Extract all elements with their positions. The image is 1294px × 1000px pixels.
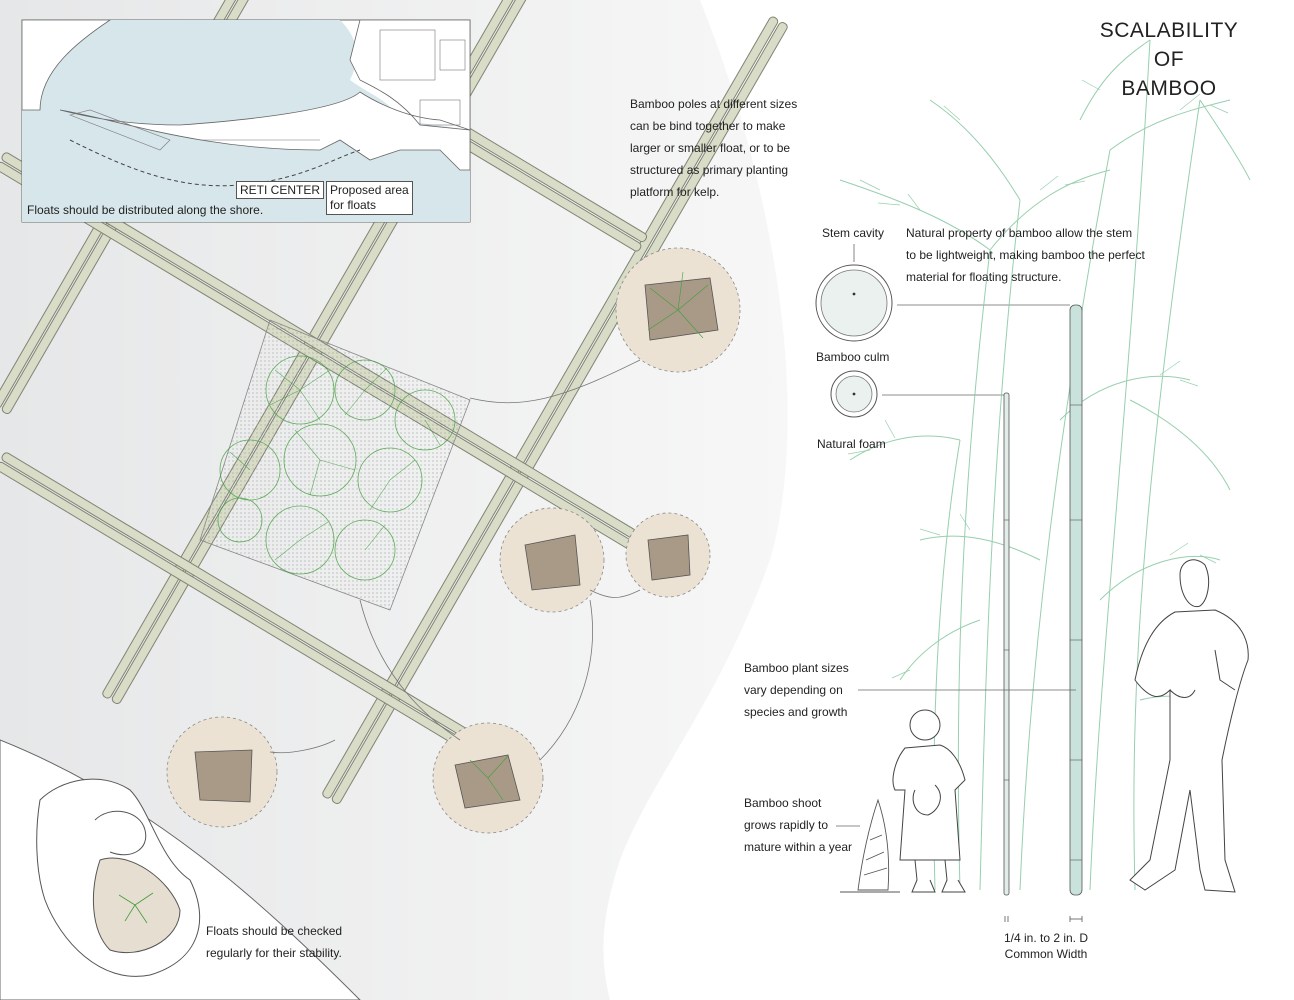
label-natural-foam: Natural foam [817, 437, 886, 451]
bamboo-silhouettes [839, 39, 1251, 891]
natural-foam-section [830, 370, 878, 418]
reti-center-label: RETI CENTER [236, 181, 325, 199]
float-2 [499, 507, 605, 613]
note-floats-checked: Floats should be checked regularly for t… [206, 924, 343, 960]
connector-lines [269, 359, 641, 761]
label-bamboo-culm: Bamboo culm [816, 350, 890, 364]
width-label: 1/4 in. to 2 in. D Common Width [1003, 931, 1089, 961]
note-plant-sizes: Bamboo plant sizes vary depending on spe… [744, 661, 849, 719]
float-3 [625, 512, 711, 598]
bamboo-shoot [840, 798, 900, 893]
planting-platform [199, 319, 471, 611]
float-5 [432, 722, 544, 834]
page-title: SCALABILITY OF BAMBOO [1099, 19, 1239, 100]
width-markers [1004, 916, 1083, 922]
note-natural-property: Natural property of bamboo allow the ste… [906, 226, 1145, 284]
float-1 [615, 247, 741, 373]
person-checking-float [36, 778, 201, 977]
note-bamboo-shoot: Bamboo shoot grows rapidly to mature wit… [744, 796, 853, 854]
plant-size-leader [836, 689, 1076, 827]
note-bamboo-poles: Bamboo poles at different sizes can be b… [630, 97, 798, 199]
bamboo-stem-thin [1003, 392, 1010, 896]
bamboo-stem-thick [1069, 304, 1083, 896]
child-figure [892, 709, 966, 893]
proposed-area-label: Proposed area for floats [326, 181, 413, 215]
inset-caption: Floats should be distributed along the s… [27, 203, 264, 217]
label-stem-cavity: Stem cavity [822, 226, 885, 240]
stem-cavity-section [815, 264, 893, 342]
float-4 [166, 716, 278, 828]
adult-figure [1129, 559, 1249, 893]
